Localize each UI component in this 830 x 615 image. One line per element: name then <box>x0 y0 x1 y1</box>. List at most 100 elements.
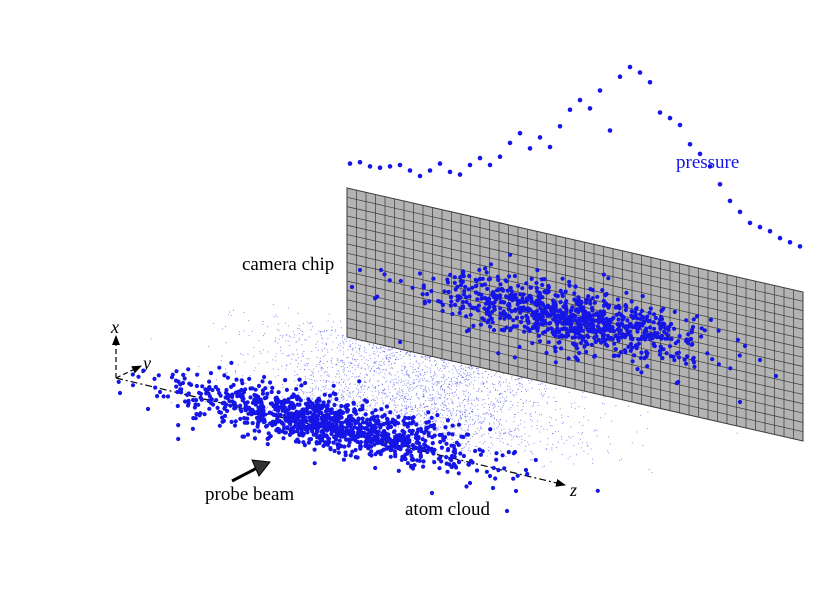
atom-dot <box>438 439 443 445</box>
shadow-dot <box>440 404 442 407</box>
shadow-dot <box>359 412 361 414</box>
shadow-dot <box>401 405 403 407</box>
chip-image-dot <box>601 298 606 303</box>
shadow-dot <box>435 420 437 422</box>
atom-dot <box>351 401 356 406</box>
shadow-dot <box>422 410 424 412</box>
shadow-dot <box>234 371 236 373</box>
atom-dot <box>386 420 391 425</box>
shadow-dot <box>386 356 388 359</box>
shadow-dot <box>430 409 432 411</box>
shadow-dot <box>425 390 427 392</box>
shadow-dot <box>532 405 534 407</box>
pressure-point <box>707 164 713 169</box>
atom-dot <box>412 463 417 468</box>
shadow-dot <box>520 398 522 400</box>
atom-dot <box>332 448 337 454</box>
shadow-dot <box>477 418 479 420</box>
shadow-dot <box>449 383 451 385</box>
shadow-dot <box>366 374 368 376</box>
shadow-dot <box>417 413 419 415</box>
atom-dot <box>443 425 448 430</box>
shadow-dot <box>262 335 264 337</box>
shadow-dot <box>384 377 386 379</box>
atom-dot <box>515 473 520 478</box>
shadow-dot <box>459 381 461 383</box>
chip-image-dot <box>440 308 445 314</box>
shadow-dot <box>482 443 484 445</box>
atom-dot <box>320 438 325 443</box>
shadow-dot <box>596 429 598 432</box>
shadow-dot <box>429 367 431 369</box>
shadow-dot <box>438 382 440 384</box>
shadow-dot <box>262 323 264 326</box>
shadow-dot <box>374 387 377 389</box>
shadow-dot <box>349 370 351 372</box>
shadow-dot <box>534 401 536 404</box>
atom-dot <box>332 402 337 408</box>
pressure-point <box>637 70 643 75</box>
shadow-dot <box>386 411 388 413</box>
shadow-dot <box>294 334 296 336</box>
shadow-dot <box>517 411 519 414</box>
shadow-dot <box>336 382 338 384</box>
shadow-dot <box>483 406 485 408</box>
shadow-dot <box>297 312 299 314</box>
pressure-label: pressure <box>676 152 739 173</box>
chip-image-dot <box>596 337 601 342</box>
shadow-dot <box>424 414 426 416</box>
shadow-dot <box>364 376 366 378</box>
chip-image-dot <box>614 312 619 317</box>
shadow-dot <box>387 358 390 361</box>
shadow-dot <box>396 382 398 384</box>
shadow-dot <box>400 404 402 406</box>
chip-image-dot <box>645 314 650 319</box>
shadow-dot <box>343 353 345 356</box>
shadow-dot <box>518 377 521 379</box>
shadow-dot <box>497 411 499 413</box>
chip-image-dot <box>578 323 583 328</box>
shadow-dot <box>298 332 300 334</box>
shadow-dot <box>357 392 360 394</box>
shadow-dot <box>344 338 346 340</box>
chip-image-dot <box>559 346 564 351</box>
atom-dot <box>297 377 302 382</box>
chip-image-dot <box>511 324 516 329</box>
shadow-dot <box>348 345 350 348</box>
shadow-dot <box>326 367 328 369</box>
atom-dot <box>444 461 449 466</box>
shadow-dot <box>348 365 351 367</box>
shadow-dot <box>407 386 409 388</box>
shadow-dot <box>428 389 430 391</box>
atom-dot <box>437 466 442 471</box>
shadow-dot <box>301 331 303 333</box>
shadow-dot <box>467 392 470 394</box>
shadow-dot <box>467 385 469 387</box>
shadow-dot <box>439 398 441 400</box>
shadow-dot <box>470 373 472 376</box>
shadow-dot <box>373 399 375 401</box>
atom-dot <box>182 376 187 381</box>
shadow-dot <box>228 311 231 313</box>
atom-dot <box>418 448 423 453</box>
shadow-dot <box>582 391 584 393</box>
shadow-dot <box>399 414 401 416</box>
atom-dot <box>282 398 287 403</box>
shadow-dot <box>150 338 152 340</box>
shadow-dot <box>397 358 400 361</box>
shadow-dot <box>389 349 391 351</box>
atom-dot <box>314 403 319 408</box>
shadow-dot <box>490 452 492 454</box>
atom-dot <box>363 439 368 445</box>
shadow-dot <box>319 361 321 363</box>
shadow-dot <box>321 331 323 333</box>
shadow-dot <box>436 407 438 409</box>
atom-dot <box>299 383 304 388</box>
shadow-dot <box>471 436 473 438</box>
atom-dot <box>130 372 135 377</box>
shadow-dot <box>443 367 445 369</box>
shadow-dot <box>373 400 375 402</box>
shadow-dot <box>479 426 482 428</box>
shadow-dot <box>262 321 264 323</box>
